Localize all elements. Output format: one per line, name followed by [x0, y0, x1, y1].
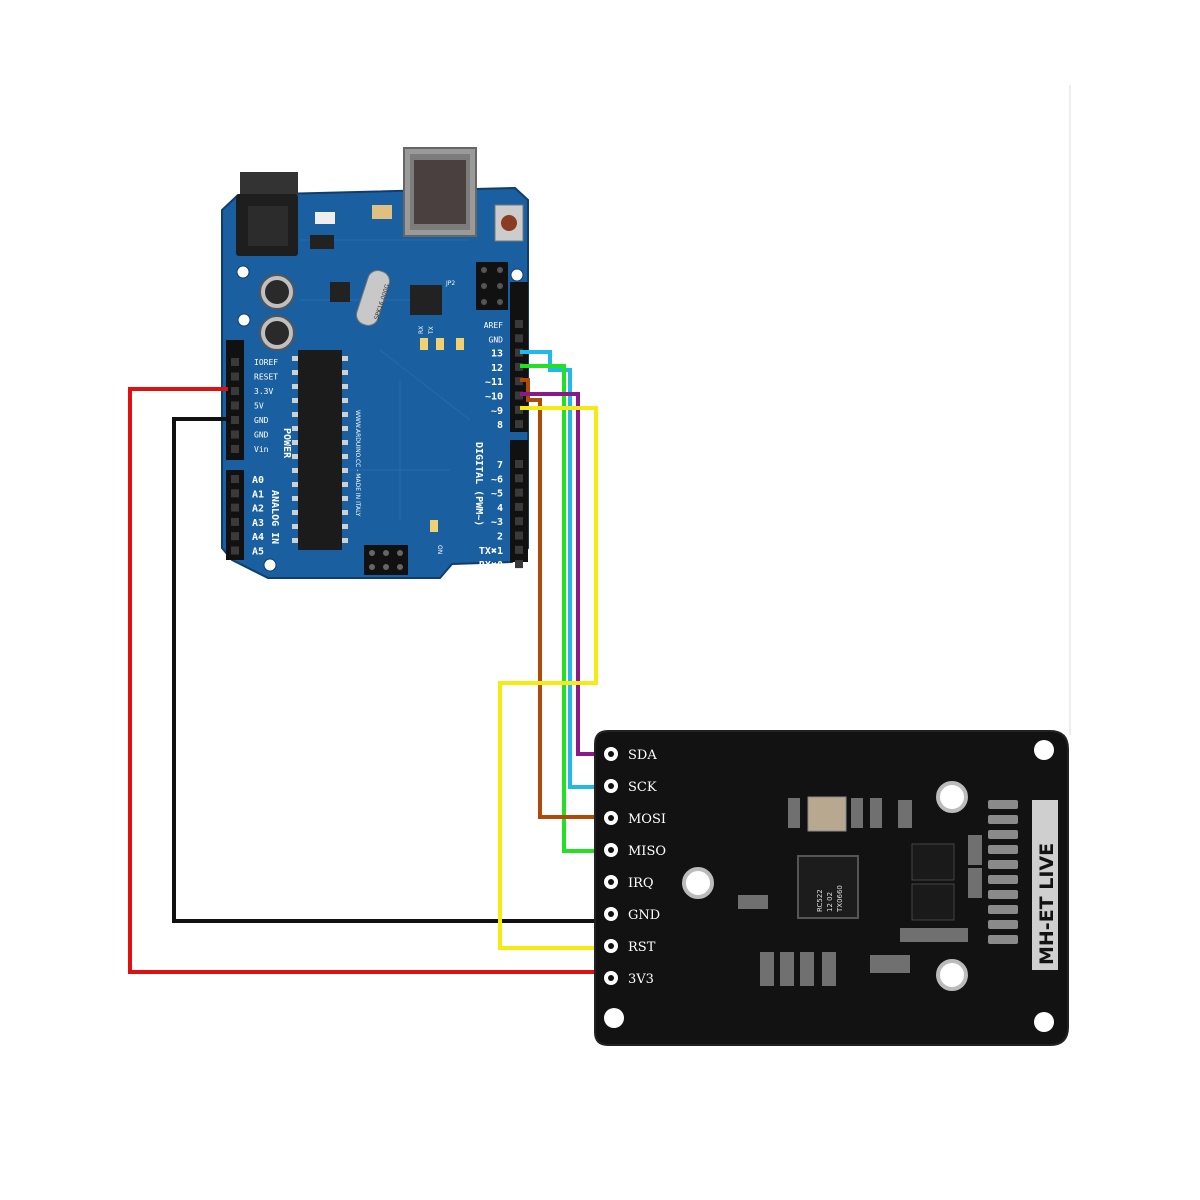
digital-pin-label: 4 [497, 503, 503, 514]
usb-interface-chip [410, 285, 442, 315]
rfid-pin-label: SCK [628, 780, 657, 795]
rfid-pin-label: SDA [628, 748, 657, 763]
analog-pin-label: A3 [252, 518, 264, 529]
rfid-pin-label: MISO [628, 844, 666, 859]
chip-marking: TX0660 [836, 885, 844, 913]
chip-marking: 12 02 [826, 892, 834, 912]
analog-pin-label: A1 [252, 489, 264, 500]
wire-3v3 [128, 387, 600, 974]
power-header: IOREF RESET 3.3V 5V GND GND Vin POWER [226, 340, 292, 460]
digital-pin-label: 8 [497, 420, 503, 431]
digital-pin-label: ~10 [485, 392, 503, 403]
analog-pin-label: A0 [252, 475, 264, 486]
usb-b-connector [403, 147, 477, 237]
analog-pin-label: A4 [252, 532, 264, 543]
rfid-crystal [807, 796, 847, 832]
digital-pin-label: 7 [497, 460, 503, 471]
digital-pin-label: ~9 [491, 406, 503, 417]
power-header-title: POWER [281, 428, 292, 459]
digital-pin-label: ~6 [491, 474, 503, 485]
digital-pin-label: AREF [484, 321, 503, 330]
power-pin-label: GND [254, 431, 269, 440]
digital-pin-label: TX✖1 [479, 546, 503, 557]
atmega-microcontroller [292, 350, 348, 550]
analog-pin-label: A2 [252, 504, 264, 515]
power-pin-label: GND [254, 416, 269, 425]
digital-pin-label: ~3 [491, 517, 503, 528]
jp2-label: JP2 [445, 280, 455, 287]
power-pin-label: IOREF [254, 358, 278, 367]
digital-pin-label: RX✖0 [479, 560, 503, 571]
arduino-uno-board: SPK16.000G JP2 TX RX ON [221, 147, 529, 579]
brand-label: MH-ET LIVE [1036, 843, 1058, 965]
dc-power-jack [236, 172, 298, 256]
digital-pin-label: ~11 [485, 377, 503, 388]
rx-label: RX [418, 326, 425, 334]
on-label: ON [436, 545, 443, 554]
digital-pin-label: 2 [497, 532, 503, 543]
icsp-header-bottom [364, 545, 408, 575]
chip-marking: RC522 [816, 889, 824, 912]
power-pin-label: RESET [254, 373, 278, 382]
wire-sck [520, 350, 600, 789]
rfid-pin-label: MOSI [628, 812, 666, 827]
power-pin-label: Vin [254, 445, 269, 454]
rfid-pin-label: GND [628, 908, 660, 923]
rfid-pin-label: IRQ [628, 876, 654, 891]
rfid-pin-label: RST [628, 940, 656, 955]
reset-button [494, 204, 524, 242]
digital-header-title: DIGITAL (PWM~) [473, 442, 484, 526]
analog-header-title: ANALOG IN [269, 490, 280, 544]
digital-pin-label: ~5 [491, 489, 503, 500]
capacitors [259, 274, 295, 351]
wire-gnd [172, 417, 600, 923]
wire-mosi [520, 378, 600, 819]
tx-label: TX [428, 326, 435, 335]
power-pin-label: 3.3V [254, 387, 273, 396]
power-pin-label: 5V [254, 402, 264, 411]
wires [128, 350, 600, 974]
digital-pin-label: 12 [491, 363, 503, 374]
digital-pin-label: GND [489, 335, 504, 344]
analog-pin-label: A5 [252, 547, 264, 558]
wire-miso [520, 364, 600, 853]
digital-pin-label: 13 [491, 349, 503, 360]
board-silkscreen-text: WWW.ARDUINO.CC - MADE IN ITALY [354, 410, 361, 517]
icsp-header: JP2 [445, 262, 508, 310]
wire-sda [520, 392, 600, 756]
wire-rst [498, 406, 600, 950]
rfid-pin-label: 3V3 [628, 972, 654, 987]
